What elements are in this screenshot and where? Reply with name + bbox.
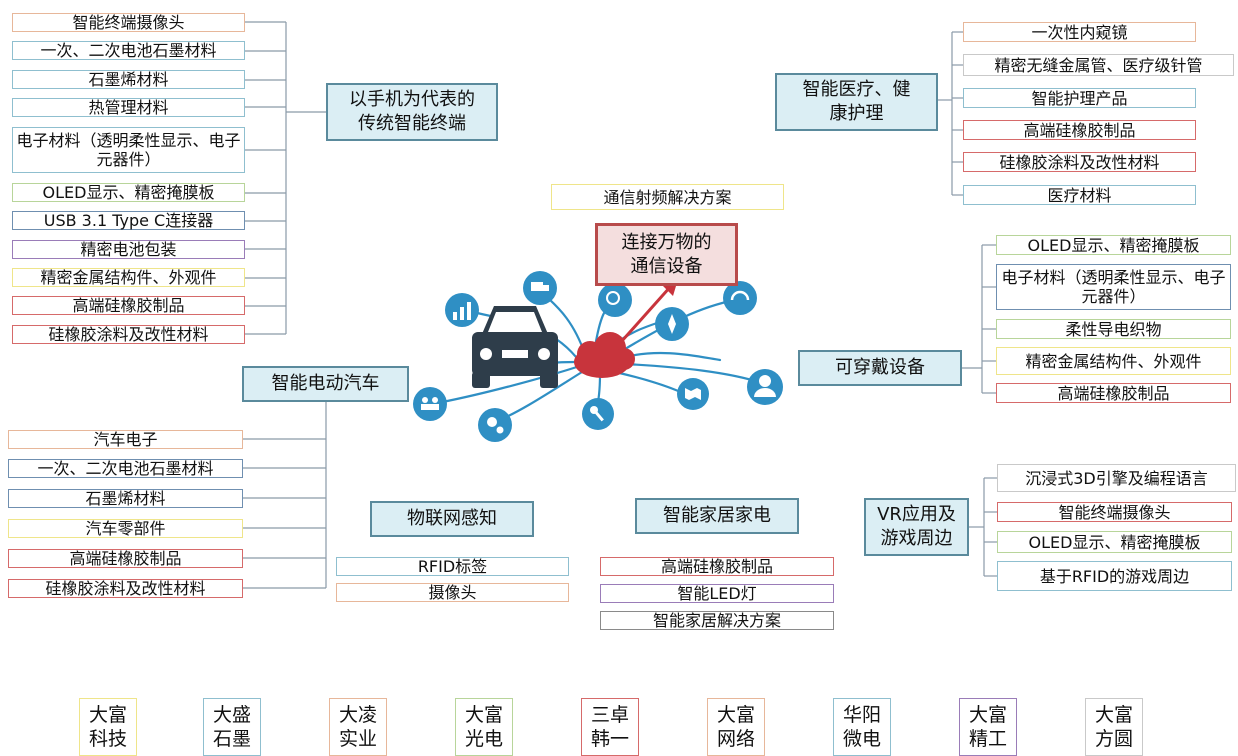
- company-box: 大富 科技: [79, 698, 137, 756]
- vr-item: 智能终端摄像头: [997, 502, 1232, 522]
- phone-item: 热管理材料: [12, 98, 245, 117]
- medical-item: 精密无缝金属管、医疗级针管: [963, 54, 1234, 76]
- iot-item: RFID标签: [336, 557, 569, 576]
- phone-item: 石墨烯材料: [12, 70, 245, 89]
- home-item: 智能家居解决方案: [600, 611, 834, 630]
- phone-item: 一次、二次电池石墨材料: [12, 41, 245, 60]
- phone-item: 高端硅橡胶制品: [12, 296, 245, 315]
- hub-medical: 智能医疗、健 康护理: [775, 73, 938, 131]
- home-item: 智能LED灯: [600, 584, 834, 603]
- search-gear-icon: [598, 283, 632, 317]
- company-box: 大富 方圆: [1085, 698, 1143, 756]
- company-box: 三卓 韩一: [581, 698, 639, 756]
- company-box: 大富 网络: [707, 698, 765, 756]
- phone-item: 硅橡胶涂料及改性材料: [12, 325, 245, 344]
- rf-solution-label: 通信射频解决方案: [551, 184, 784, 210]
- vr-item: 基于RFID的游戏周边: [997, 561, 1232, 591]
- hub-iot: 物联网感知: [370, 501, 534, 537]
- car-icon: [472, 306, 558, 388]
- center-title: 连接万物的 通信设备: [595, 223, 738, 286]
- hub-phone: 以手机为代表的 传统智能终端: [326, 83, 498, 141]
- company-box: 大盛 石墨: [203, 698, 261, 756]
- ev-item: 汽车电子: [8, 430, 243, 449]
- hub-home: 智能家居家电: [635, 498, 799, 534]
- medical-item: 高端硅橡胶制品: [963, 120, 1196, 140]
- ev-item: 汽车零部件: [8, 519, 243, 538]
- wearable-item: 电子材料（透明柔性显示、电子元器件）: [996, 264, 1231, 310]
- company-box: 大富 精工: [959, 698, 1017, 756]
- headset-icon: [723, 281, 757, 315]
- medical-item: 智能护理产品: [963, 88, 1196, 108]
- company-box: 大凌 实业: [329, 698, 387, 756]
- company-box: 华阳 微电: [833, 698, 891, 756]
- ev-item: 高端硅橡胶制品: [8, 549, 243, 568]
- ev-item: 硅橡胶涂料及改性材料: [8, 579, 243, 598]
- medical-item: 医疗材料: [963, 185, 1196, 205]
- hub-wearable: 可穿戴设备: [798, 350, 962, 386]
- wearable-item: 精密金属结构件、外观件: [996, 347, 1231, 375]
- phone-item: 精密电池包装: [12, 240, 245, 259]
- medical-item: 一次性内窥镜: [963, 22, 1196, 42]
- hub-ev: 智能电动汽车: [242, 366, 409, 402]
- hub-vr: VR应用及 游戏周边: [864, 498, 969, 556]
- cloud-icon: [574, 332, 635, 378]
- medical-item: 硅橡胶涂料及改性材料: [963, 152, 1196, 172]
- ev-item: 一次、二次电池石墨材料: [8, 459, 243, 478]
- iot-illustration: [413, 271, 783, 442]
- phone-item: 电子材料（透明柔性显示、电子元器件）: [12, 127, 245, 173]
- company-box: 大富 光电: [455, 698, 513, 756]
- wearable-item: 柔性导电织物: [996, 319, 1231, 339]
- home-item: 高端硅橡胶制品: [600, 557, 834, 576]
- phone-item: 精密金属结构件、外观件: [12, 268, 245, 287]
- phone-item: USB 3.1 Type C连接器: [12, 211, 245, 230]
- wearable-item: OLED显示、精密掩膜板: [996, 235, 1231, 255]
- phone-item: 智能终端摄像头: [12, 13, 245, 32]
- wearable-item: 高端硅橡胶制品: [996, 383, 1231, 403]
- phone-item: OLED显示、精密掩膜板: [12, 183, 245, 202]
- ev-item: 石墨烯材料: [8, 489, 243, 508]
- vr-item: OLED显示、精密掩膜板: [997, 531, 1232, 553]
- iot-item: 摄像头: [336, 583, 569, 602]
- vr-item: 沉浸式3D引擎及编程语言: [997, 464, 1236, 492]
